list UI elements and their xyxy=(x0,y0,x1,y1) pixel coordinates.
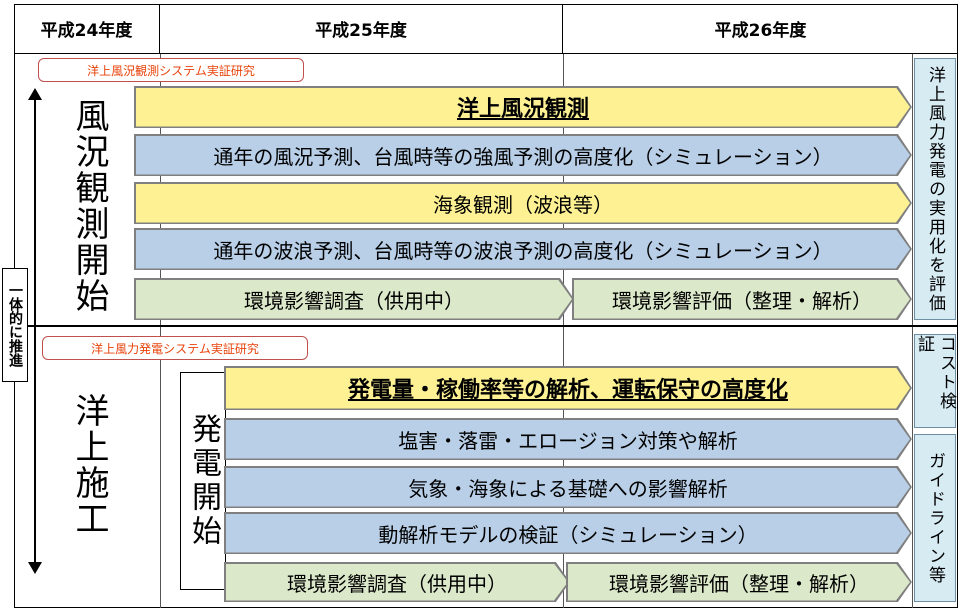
side-label-integrated: 一体的に推進 xyxy=(2,268,28,382)
section2-start-label: 発電開始 xyxy=(180,372,226,590)
grid-line-24-25 xyxy=(160,54,161,608)
section1-arrow-3-label: 海象観測（波浪等） xyxy=(433,192,613,217)
section1-title: 風況観測開始 xyxy=(69,98,109,314)
section1-arrow-3: 海象観測（波浪等） xyxy=(134,182,912,224)
grid-line-25-26 xyxy=(563,54,564,608)
header-year-24: 平成24年度 xyxy=(14,4,160,54)
section1-arrow-5-label: 環境影響調査（供用中） xyxy=(244,288,464,313)
section1-arrow-2: 通年の風況予測、台風時等の強風予測の高度化（シミュレーション） xyxy=(134,134,912,176)
section1-arrow-5: 環境影響調査（供用中） xyxy=(134,278,574,320)
section2-arrow-3: 気象・海象による基礎への影響解析 xyxy=(224,466,912,508)
section1-arrow-6-label: 環境影響評価（整理・解析） xyxy=(612,288,872,313)
section2-arrow-4: 動解析モデルの検証（シミュレーション） xyxy=(224,512,912,554)
section2-arrow-3-label: 気象・海象による基礎への影響解析 xyxy=(408,476,728,501)
section1-arrow-6: 環境影響評価（整理・解析） xyxy=(572,278,912,320)
header-year-25: 平成25年度 xyxy=(160,4,563,54)
section2-arrow-5: 環境影響調査（供用中） xyxy=(224,562,570,602)
section2-arrow-6-label: 環境影響評価（整理・解析） xyxy=(609,571,869,596)
section2-title: 洋上施工 xyxy=(69,393,109,537)
section2-result-cost: コスト検証 xyxy=(914,334,956,428)
section2-arrow-5-label: 環境影響調査（供用中） xyxy=(287,571,507,596)
section2-arrow-4-label: 動解析モデルの検証（シミュレーション） xyxy=(378,522,758,547)
section1-arrow-1: 洋上風況観測 xyxy=(134,86,912,128)
section2-arrow-6: 環境影響評価（整理・解析） xyxy=(566,562,912,602)
section2-arrow-2: 塩害・落雷・エロージョン対策や解析 xyxy=(224,418,912,460)
section1-tag: 洋上風況観測システム実証研究 xyxy=(38,58,304,82)
section1-result-box: 洋上風力発電の実用化を評価 xyxy=(914,58,956,320)
section2-arrow-1-label: 発電量・稼働率等の解析、運転保守の高度化 xyxy=(347,378,788,403)
section1-arrow-2-label: 通年の風況予測、台風時等の強風予測の高度化（シミュレーション） xyxy=(213,144,833,169)
section2-arrow-2-label: 塩害・落雷・エロージョン対策や解析 xyxy=(398,428,738,453)
section2-tag: 洋上風力発電システム実証研究 xyxy=(42,336,308,360)
section-separator xyxy=(14,325,958,327)
arrow-head-down-icon xyxy=(28,562,42,574)
arrow-head-up-icon xyxy=(28,88,42,100)
section1-arrow-4-label: 通年の波浪予測、台風時等の波浪予測の高度化（シミュレーション） xyxy=(213,238,833,263)
section2-arrow-1: 発電量・稼働率等の解析、運転保守の高度化 xyxy=(224,366,912,410)
grid-line-right xyxy=(912,54,913,608)
section2-result-guideline: ガイドライン等 xyxy=(914,434,956,602)
header-year-26: 平成26年度 xyxy=(563,4,958,54)
section1-arrow-1-label: 洋上風況観測 xyxy=(456,97,589,122)
section1-arrow-4: 通年の波浪予測、台風時等の波浪予測の高度化（シミュレーション） xyxy=(134,228,912,270)
double-arrow-line xyxy=(34,96,36,566)
